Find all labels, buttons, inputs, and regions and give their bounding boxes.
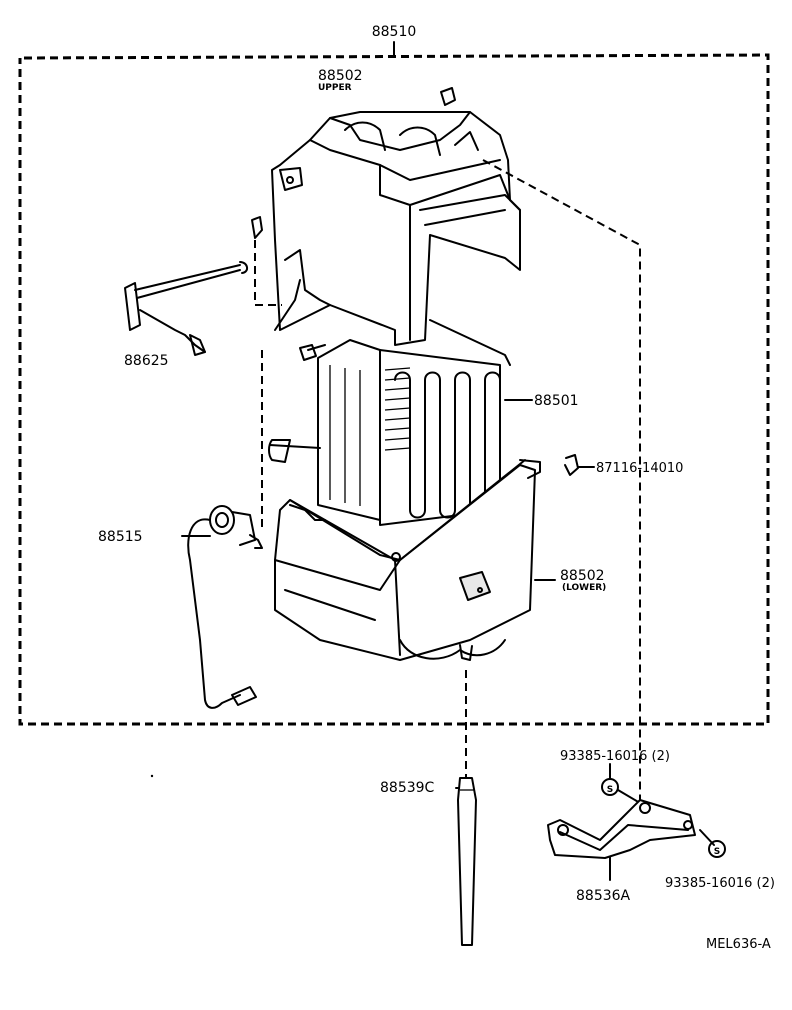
label-screw-right: 93385-16016 (2) bbox=[665, 876, 775, 891]
screw-symbol-top: S bbox=[601, 778, 619, 796]
thermistor-drawing bbox=[187, 350, 263, 709]
label-lower-case: 88502 bbox=[560, 568, 605, 584]
label-drain-hose: 88539C bbox=[380, 780, 435, 796]
upper-case-drawing bbox=[271, 111, 521, 346]
top-screw-drawing bbox=[440, 87, 456, 106]
label-bracket: 88536A bbox=[576, 888, 631, 904]
label-evaporator: 88501 bbox=[534, 393, 579, 409]
lower-case-drawing bbox=[274, 459, 541, 661]
screw-symbol-top-text: S bbox=[607, 785, 613, 795]
clip-drawing bbox=[564, 454, 579, 476]
label-screw-top: 93385-16016 (2) bbox=[560, 749, 670, 764]
sensor-bracket-drawing bbox=[124, 216, 282, 356]
screw-symbol-right-text: S bbox=[714, 847, 720, 857]
screw-symbol-right: S bbox=[708, 840, 726, 858]
label-sensor-bracket: 88625 bbox=[124, 353, 169, 369]
bracket-drawing bbox=[547, 799, 696, 859]
diagram-id: MEL636-A bbox=[706, 937, 771, 952]
label-upper-case: 88502 bbox=[318, 68, 363, 84]
label-upper-note: UPPER bbox=[318, 83, 352, 93]
leader-lines bbox=[181, 159, 715, 881]
assembly-boundary bbox=[18, 41, 770, 726]
drain-hose-drawing bbox=[457, 777, 477, 946]
label-assembly: 88510 bbox=[372, 24, 417, 40]
evaporator-drawing bbox=[268, 319, 511, 526]
label-clip: 87116-14010 bbox=[596, 461, 683, 476]
label-lower-note: (LOWER) bbox=[562, 583, 606, 593]
label-thermistor: 88515 bbox=[98, 529, 143, 545]
stray-dot bbox=[150, 774, 154, 778]
